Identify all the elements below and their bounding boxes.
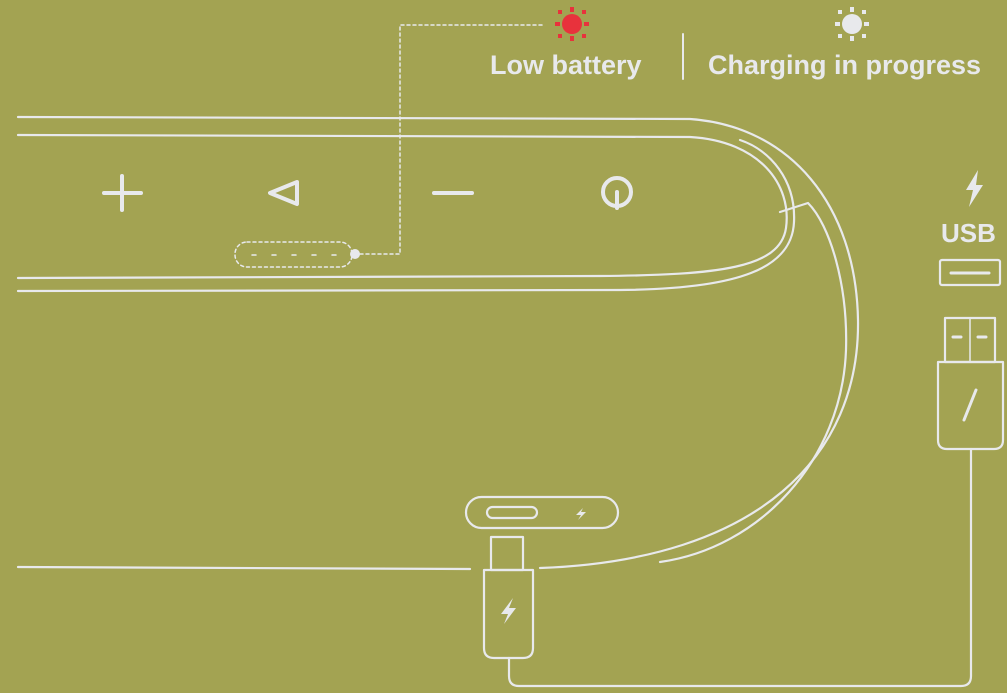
usb-port-icon — [938, 258, 1002, 287]
battery-led-indicator — [234, 24, 546, 268]
volume-up-button[interactable] — [102, 174, 143, 212]
charging-cable — [507, 447, 973, 688]
play-button[interactable] — [268, 180, 299, 206]
usb-bolt-icon — [966, 170, 983, 207]
speaker-body-outline — [16, 115, 860, 571]
usb-a-plug — [936, 316, 1005, 451]
bolt-icon — [576, 508, 586, 520]
red-led-icon — [555, 7, 589, 41]
usb-label: USB — [941, 218, 996, 248]
low-battery-label: Low battery — [490, 50, 642, 80]
bolt-icon — [501, 598, 516, 624]
charging-label: Charging in progress — [708, 50, 982, 80]
white-led-icon — [835, 7, 869, 41]
usb-c-port — [464, 495, 620, 530]
usb-c-plug — [482, 535, 535, 660]
power-button[interactable] — [601, 176, 633, 210]
